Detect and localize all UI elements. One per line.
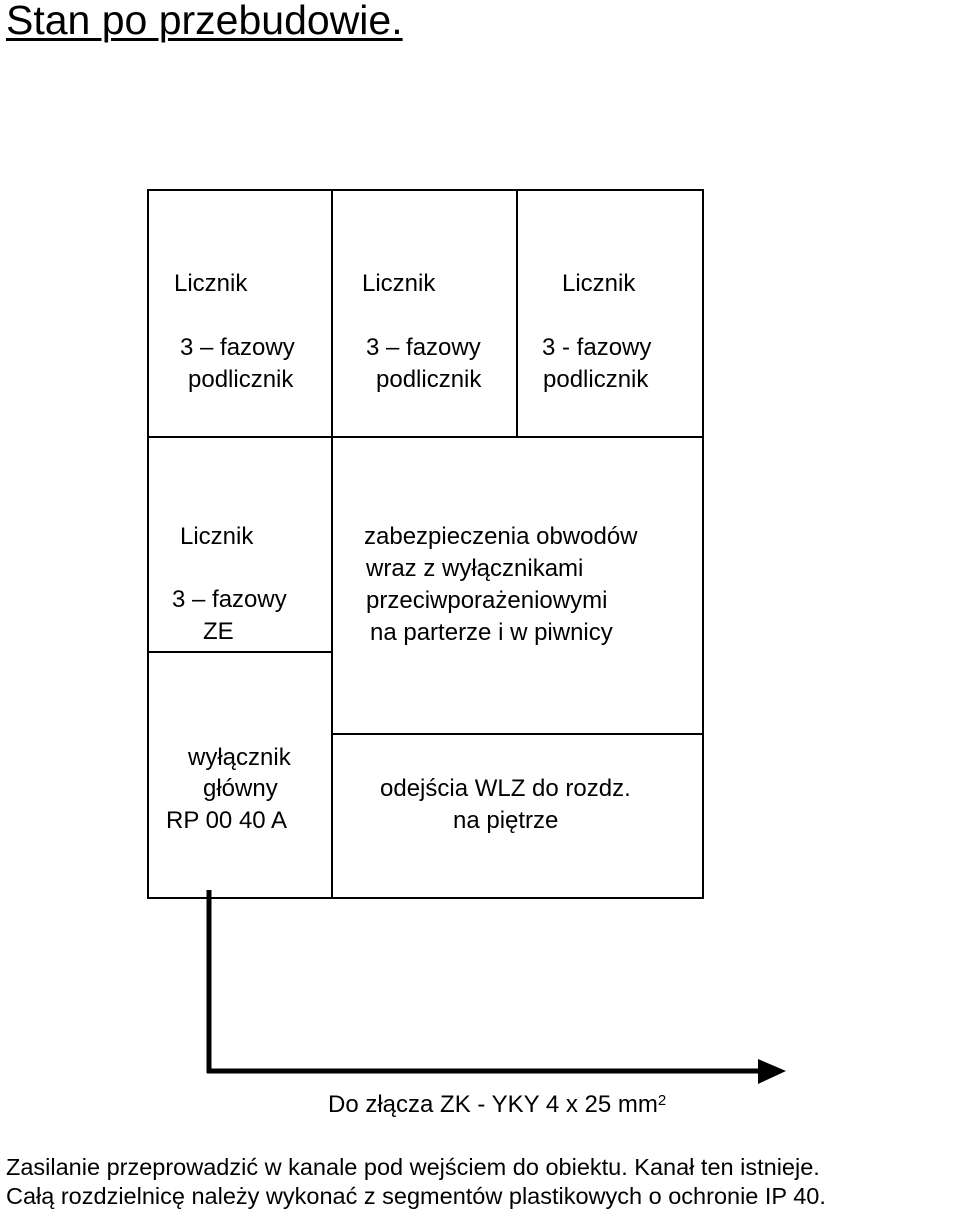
- meter-2-label: Licznik: [362, 270, 436, 297]
- main-switch-label-2: główny: [203, 775, 278, 802]
- meter-3-phase: 3 - fazowy: [542, 334, 652, 361]
- meter-1-type: podlicznik: [188, 366, 294, 393]
- meter-1-label: Licznik: [174, 270, 248, 297]
- note-2: Całą rozdzielnicę należy wykonać z segme…: [6, 1183, 826, 1209]
- outputs-line-2: na piętrze: [453, 807, 559, 834]
- protection-line-4: na parterze i w piwnicy: [370, 619, 613, 646]
- main-switch-label: wyłącznik: [188, 744, 291, 771]
- protection-line-3: przeciwporażeniowymi: [366, 587, 608, 614]
- main-meter-phase: 3 – fazowy: [172, 586, 287, 613]
- meter-2-type: podlicznik: [376, 366, 482, 393]
- meter-2-phase: 3 – fazowy: [366, 334, 481, 361]
- protection-line-1: zabezpieczenia obwodów: [364, 523, 638, 550]
- meter-1-phase: 3 – fazowy: [180, 334, 295, 361]
- cable-arrow-icon: [758, 1059, 786, 1084]
- cable-label: Do złącza ZK - YKY 4 x 25 mm2: [328, 1090, 666, 1120]
- board-outline: [147, 189, 704, 899]
- meter-3-label: Licznik: [562, 270, 636, 297]
- cable-label-superscript: 2: [657, 1092, 667, 1109]
- main-meter-owner: ZE: [203, 618, 234, 645]
- protection-line-2: wraz z wyłącznikami: [366, 555, 584, 582]
- main-meter-label: Licznik: [180, 523, 254, 550]
- meter-3-type: podlicznik: [543, 366, 649, 393]
- note-1: Zasilanie przeprowadzić w kanale pod wej…: [6, 1154, 820, 1180]
- main-switch-rating: RP 00 40 A: [166, 807, 287, 834]
- page-title: Stan po przebudowie.: [6, 0, 403, 43]
- outputs-line-1: odejścia WLZ do rozdz.: [380, 775, 631, 802]
- cable-label-text: Do złącza ZK - YKY 4 x 25 mm: [328, 1091, 658, 1118]
